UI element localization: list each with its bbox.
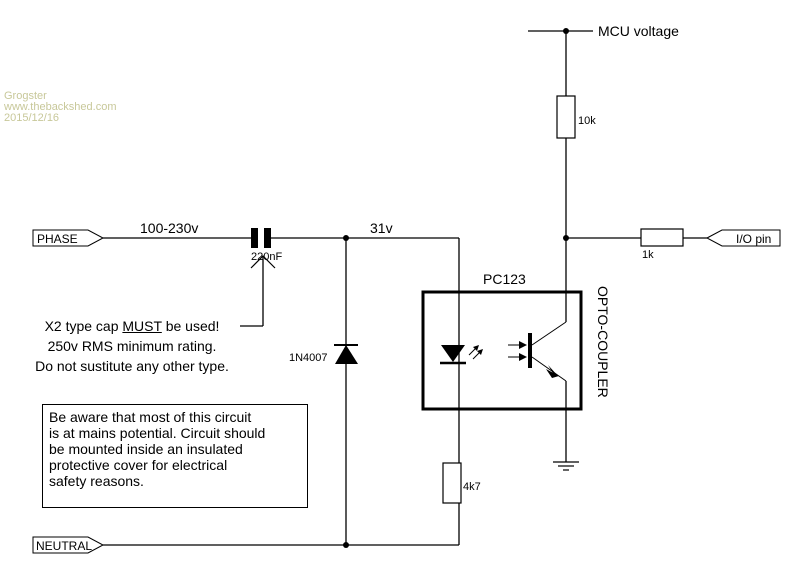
watermark-date: 2015/12/16	[4, 112, 59, 124]
safety-warning-box: Be aware that most of this circuit is at…	[42, 404, 308, 508]
warning-line: be mounted inside an insulated	[49, 441, 243, 457]
port-neutral-label: NEUTRAL	[36, 539, 92, 553]
warning-line: Be aware that most of this circuit	[49, 409, 252, 425]
port-phase	[32, 229, 105, 247]
diode-symbol-icon	[335, 345, 358, 364]
phototransistor-symbol-icon	[508, 321, 567, 382]
net-mcu-voltage: MCU voltage	[598, 23, 679, 39]
cap-note-line2: 250v RMS minimum rating.	[47, 338, 217, 354]
diode-label: 1N4007	[289, 352, 328, 364]
junction-dot	[563, 235, 569, 241]
resistor-4k7-label: 4k7	[463, 481, 481, 493]
optocoupler-part: PC123	[483, 271, 526, 287]
warning-line: protective cover for electrical	[49, 457, 228, 473]
junction-dot	[343, 542, 349, 548]
cap-note-line1: X2 type cap MUST be used!	[44, 318, 220, 334]
capacitor-plate	[264, 228, 271, 248]
ground-icon	[553, 461, 579, 471]
port-phase-label: PHASE	[37, 232, 78, 246]
port-io-pin	[705, 229, 781, 247]
resistor-1k-label: 1k	[642, 249, 654, 261]
cap-note-line3: Do not sustitute any other type.	[35, 358, 229, 374]
net-input-voltage: 100-230v	[140, 220, 198, 236]
capacitor-value: 220nF	[251, 251, 282, 263]
optocoupler-label: OPTO-COUPLER	[595, 286, 611, 398]
warning-line: is at mains potential. Circuit should	[49, 425, 266, 441]
resistor-4k7	[442, 462, 462, 504]
optocoupler-package	[421, 290, 583, 411]
resistor-1k	[640, 228, 684, 247]
junction-dot	[563, 28, 569, 34]
cap-note: X2 type cap MUST be used! 250v RMS minim…	[22, 316, 242, 376]
leader-arrow-icon	[250, 255, 276, 269]
watermark-author: Grogster	[4, 90, 47, 102]
warning-line: safety reasons.	[49, 473, 144, 489]
net-clamp-voltage: 31v	[370, 220, 393, 236]
led-symbol-icon	[440, 345, 483, 365]
resistor-10k-label: 10k	[578, 115, 596, 127]
port-neutral	[32, 536, 105, 554]
capacitor-plate	[251, 228, 258, 248]
watermark-website: www.thebackshed.com	[3, 101, 117, 113]
port-io-label: I/O pin	[736, 232, 771, 246]
resistor-10k	[556, 95, 576, 139]
cap-note-emphasis: MUST	[122, 318, 162, 334]
junction-dot	[343, 235, 349, 241]
